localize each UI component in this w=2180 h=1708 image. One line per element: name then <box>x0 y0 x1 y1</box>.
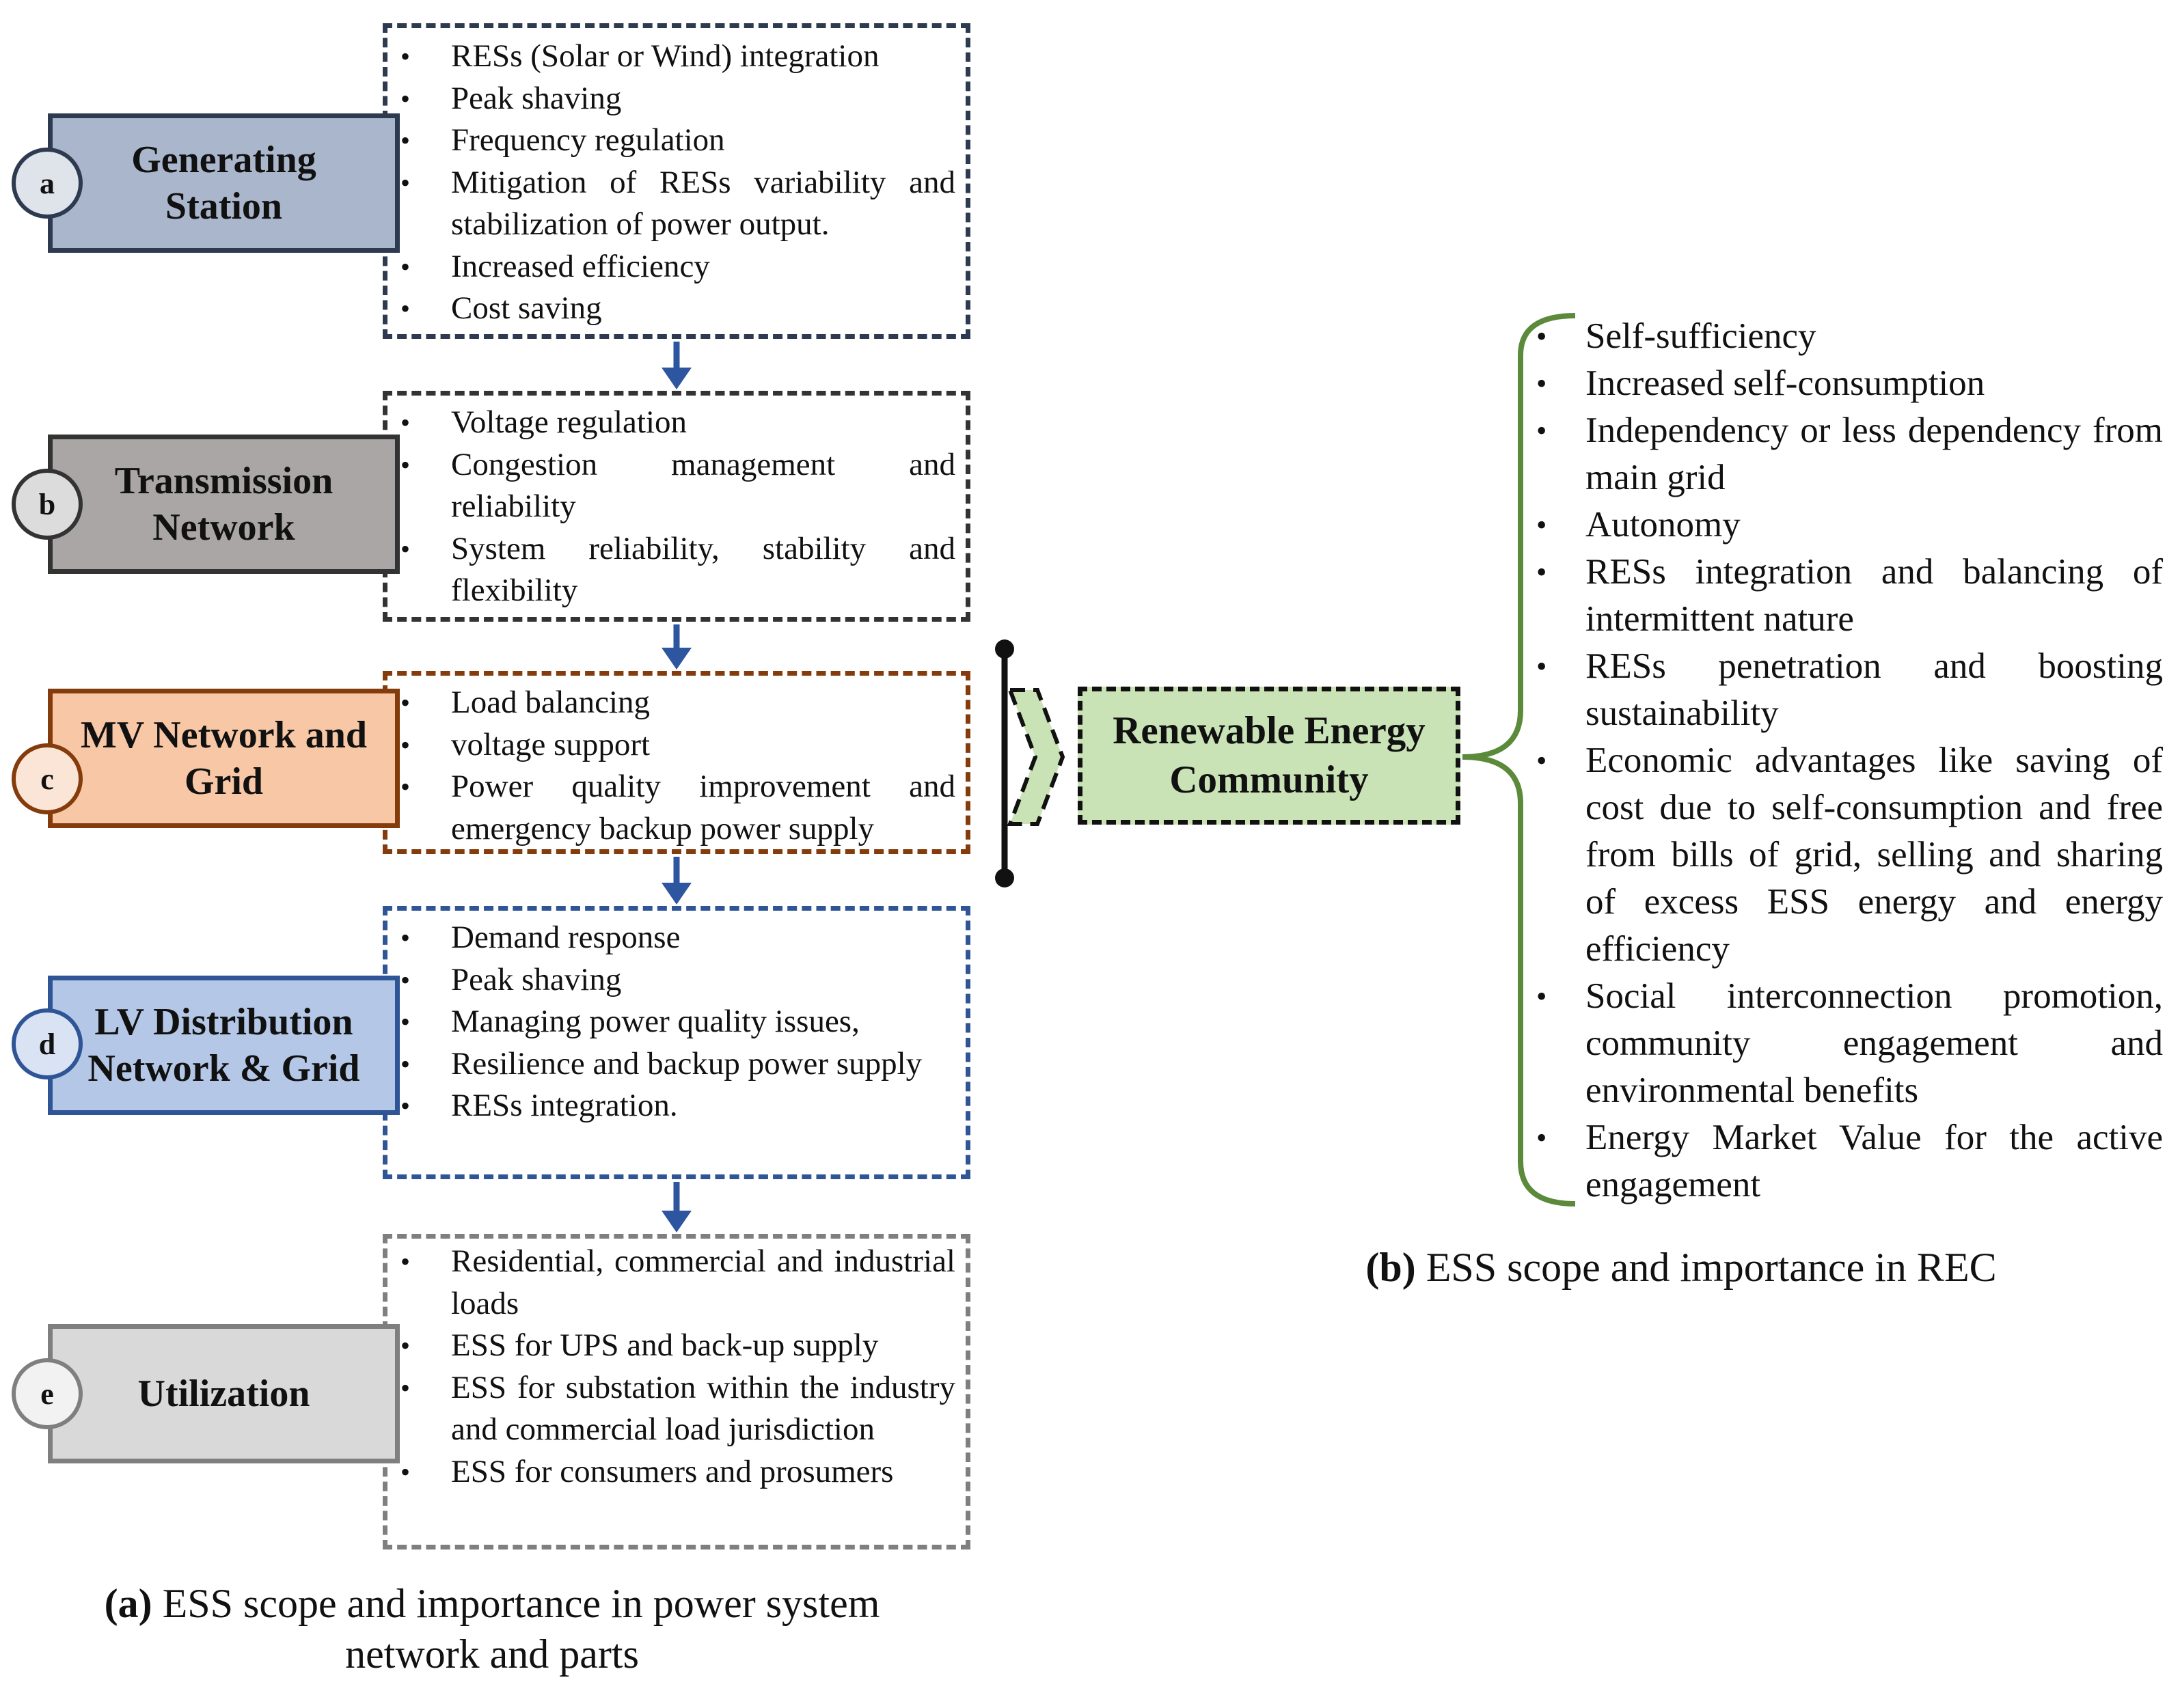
list-item: Increased efficiency <box>387 246 955 288</box>
list-item: ESS for consumers and prosumers <box>387 1451 955 1493</box>
stage-title: Generating Station <box>131 139 316 228</box>
list-item: System reliability, stability and flexib… <box>387 528 955 612</box>
list-item: Energy Market Value for the active engag… <box>1531 1114 2163 1209</box>
down-arrow-icon <box>662 648 692 670</box>
stage-transmission-network: Transmission Network <box>48 435 400 574</box>
list-item: voltage support <box>387 724 955 767</box>
list-item: Mitigation of RESs variability and stabi… <box>387 162 955 246</box>
rec-connector <box>995 639 1065 887</box>
stage-utilization: Utilization <box>48 1324 400 1463</box>
stage-mv-network-and-grid: MV Network and Grid <box>48 689 400 828</box>
down-arrow-icon <box>662 883 692 905</box>
stage-generating-station: Generating Station <box>48 113 400 253</box>
list-item: RESs penetration and boosting sustainabi… <box>1531 643 2163 737</box>
list-item: Frequency regulation <box>387 120 955 162</box>
list-item: ESS for UPS and back-up supply <box>387 1325 955 1367</box>
list-item: ESS for substation within the industry a… <box>387 1367 955 1451</box>
list-item: Self-sufficiency <box>1531 313 2163 360</box>
connector-end-dot <box>995 639 1014 659</box>
list-item: Managing power quality issues, <box>387 1001 955 1043</box>
stage-title: LV Distribution Network & Grid <box>87 1001 360 1090</box>
stage-title: Transmission Network <box>114 460 333 549</box>
caption-a: (a) ESS scope and importance in power sy… <box>55 1578 929 1679</box>
list-item: Autonomy <box>1531 501 2163 549</box>
caption-text: ESS scope and importance in REC <box>1426 1245 1997 1290</box>
list-item: Load balancing <box>387 682 955 724</box>
list-item: RESs (Solar or Wind) integration <box>387 36 955 78</box>
benefits-list-utilization: Residential, commercial and industrial l… <box>387 1241 955 1493</box>
benefits-list-mv-network: Load balancing voltage support Power qua… <box>387 682 955 850</box>
caption-text: ESS scope and importance in power system… <box>162 1581 880 1677</box>
caption-b: (b) ESS scope and importance in REC <box>1271 1242 2091 1293</box>
stage-title: Utilization <box>137 1373 310 1415</box>
list-item: Congestion management and reliability <box>387 444 955 528</box>
list-item: Demand response <box>387 917 955 959</box>
caption-tag: (a) <box>104 1581 152 1626</box>
benefits-list-lv-distribution: Demand response Peak shaving Managing po… <box>387 917 955 1127</box>
stage-lv-distribution-network: LV Distribution Network & Grid <box>48 976 400 1115</box>
list-item: Increased self-consumption <box>1531 360 2163 407</box>
down-arrow-icon <box>662 368 692 389</box>
list-item: Resilience and backup power supply <box>387 1043 955 1086</box>
stage-title: MV Network and Grid <box>81 714 367 803</box>
rec-box: Renewable Energy Community <box>1078 687 1460 825</box>
benefits-list-transmission-network: Voltage regulation Congestion management… <box>387 402 955 612</box>
list-item: Power quality improvement and emergency … <box>387 766 955 850</box>
list-item: RESs integration and balancing of interm… <box>1531 549 2163 643</box>
rec-benefits-list: Self-sufficiency Increased self-consumpt… <box>1531 313 2163 1209</box>
connector-end-dot <box>995 868 1014 887</box>
rec-curly-bracket <box>1462 313 1576 1207</box>
stage-letter-d: d <box>12 1008 83 1079</box>
list-item: Peak shaving <box>387 959 955 1002</box>
list-item: Cost saving <box>387 288 955 330</box>
list-item: Social interconnection promotion, commun… <box>1531 973 2163 1114</box>
chevron-arrow-icon <box>1007 688 1065 826</box>
list-item: Voltage regulation <box>387 402 955 444</box>
list-item: Peak shaving <box>387 78 955 120</box>
list-item: Economic advantages like saving of cost … <box>1531 737 2163 973</box>
down-arrow-icon <box>662 1211 692 1232</box>
list-item: RESs integration. <box>387 1085 955 1127</box>
stage-letter-e: e <box>12 1358 83 1429</box>
stage-letter-b: b <box>12 469 83 540</box>
list-item: Residential, commercial and industrial l… <box>387 1241 955 1325</box>
stage-letter-c: c <box>12 743 83 814</box>
stage-letter-a: a <box>12 148 83 219</box>
caption-tag: (b) <box>1365 1245 1416 1290</box>
rec-title: Renewable Energy Community <box>1113 709 1426 801</box>
benefits-list-generating-station: RESs (Solar or Wind) integration Peak sh… <box>387 36 955 330</box>
list-item: Independency or less dependency from mai… <box>1531 407 2163 501</box>
